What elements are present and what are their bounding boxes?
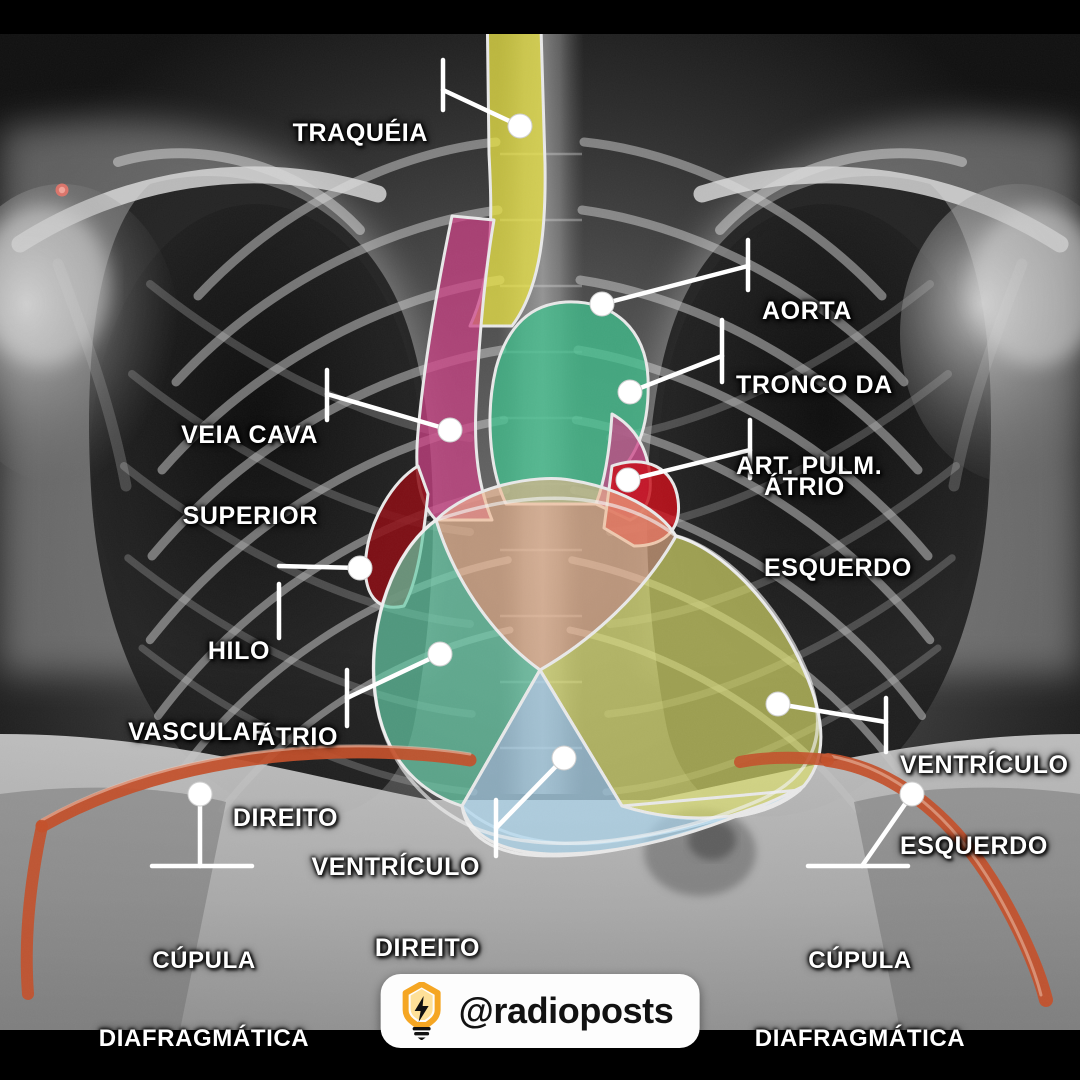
label-tronco-art-pulm: TRONCO DA ART. PULM. [736, 318, 1036, 534]
label-hilo-vascular: HILO VASCULAR [10, 584, 270, 800]
label-traqueia: TRAQUÉIA [158, 66, 428, 201]
label-tronco-line-1: TRONCO DA [736, 371, 893, 399]
label-veia-cava-superior: VEIA CAVA SUPERIOR [40, 368, 318, 584]
label-ventriculo-esquerdo: VENTRÍCULO ESQUERDO [900, 698, 1080, 914]
label-traqueia-line-1: TRAQUÉIA [292, 119, 428, 147]
label-vent-esq-line-2: ESQUERDO [900, 832, 1048, 860]
label-cupula-diafragmatica-direita: CÚPULA DIAFRAGMÁTICA DIREITA [72, 896, 336, 1080]
label-vent-esq-line-1: VENTRÍCULO [900, 751, 1069, 779]
label-aorta: AORTA [762, 244, 1042, 379]
watermark-handle: @radioposts [458, 990, 674, 1031]
label-cupula-esq-line-2: DIAFRAGMÁTICA [754, 1024, 966, 1052]
label-tronco-line-2: ART. PULM. [736, 452, 883, 480]
label-hilo-line-2: VASCULAR [128, 718, 270, 746]
label-vcs-line-2: SUPERIOR [182, 502, 318, 530]
label-atrio-esq-line-1: ÁTRIO [764, 473, 845, 501]
label-cupula-dir-line-2: DIAFRAGMÁTICA [98, 1024, 310, 1052]
label-atrio-esquerdo: ÁTRIO ESQUERDO [764, 420, 1054, 636]
label-cupula-esq-line-1: CÚPULA [808, 946, 912, 974]
label-atrio-dir-line-2: DIREITO [232, 804, 338, 832]
label-vcs-line-1: VEIA CAVA [181, 421, 318, 449]
label-vent-dir-line-1: VENTRÍCULO [311, 853, 480, 881]
label-ventriculo-direito: VENTRÍCULO DIREITO [216, 800, 480, 1016]
lightbulb-hexagon-icon [399, 981, 445, 1041]
label-cupula-dir-line-1: CÚPULA [152, 946, 256, 974]
label-hilo-line-1: HILO [207, 637, 270, 665]
label-atrio-dir-line-1: ÁTRIO [257, 723, 338, 751]
label-aorta-line-1: AORTA [762, 297, 853, 325]
label-cupula-diafragmatica-esquerda: CÚPULA DIAFRAGMÁTICA ESQUERDA [728, 896, 992, 1080]
label-atrio-esq-line-2: ESQUERDO [764, 554, 912, 582]
label-vent-dir-line-2: DIREITO [374, 934, 480, 962]
watermark-badge[interactable]: @radioposts [380, 974, 700, 1048]
label-atrio-direito: ÁTRIO DIREITO [80, 670, 338, 886]
